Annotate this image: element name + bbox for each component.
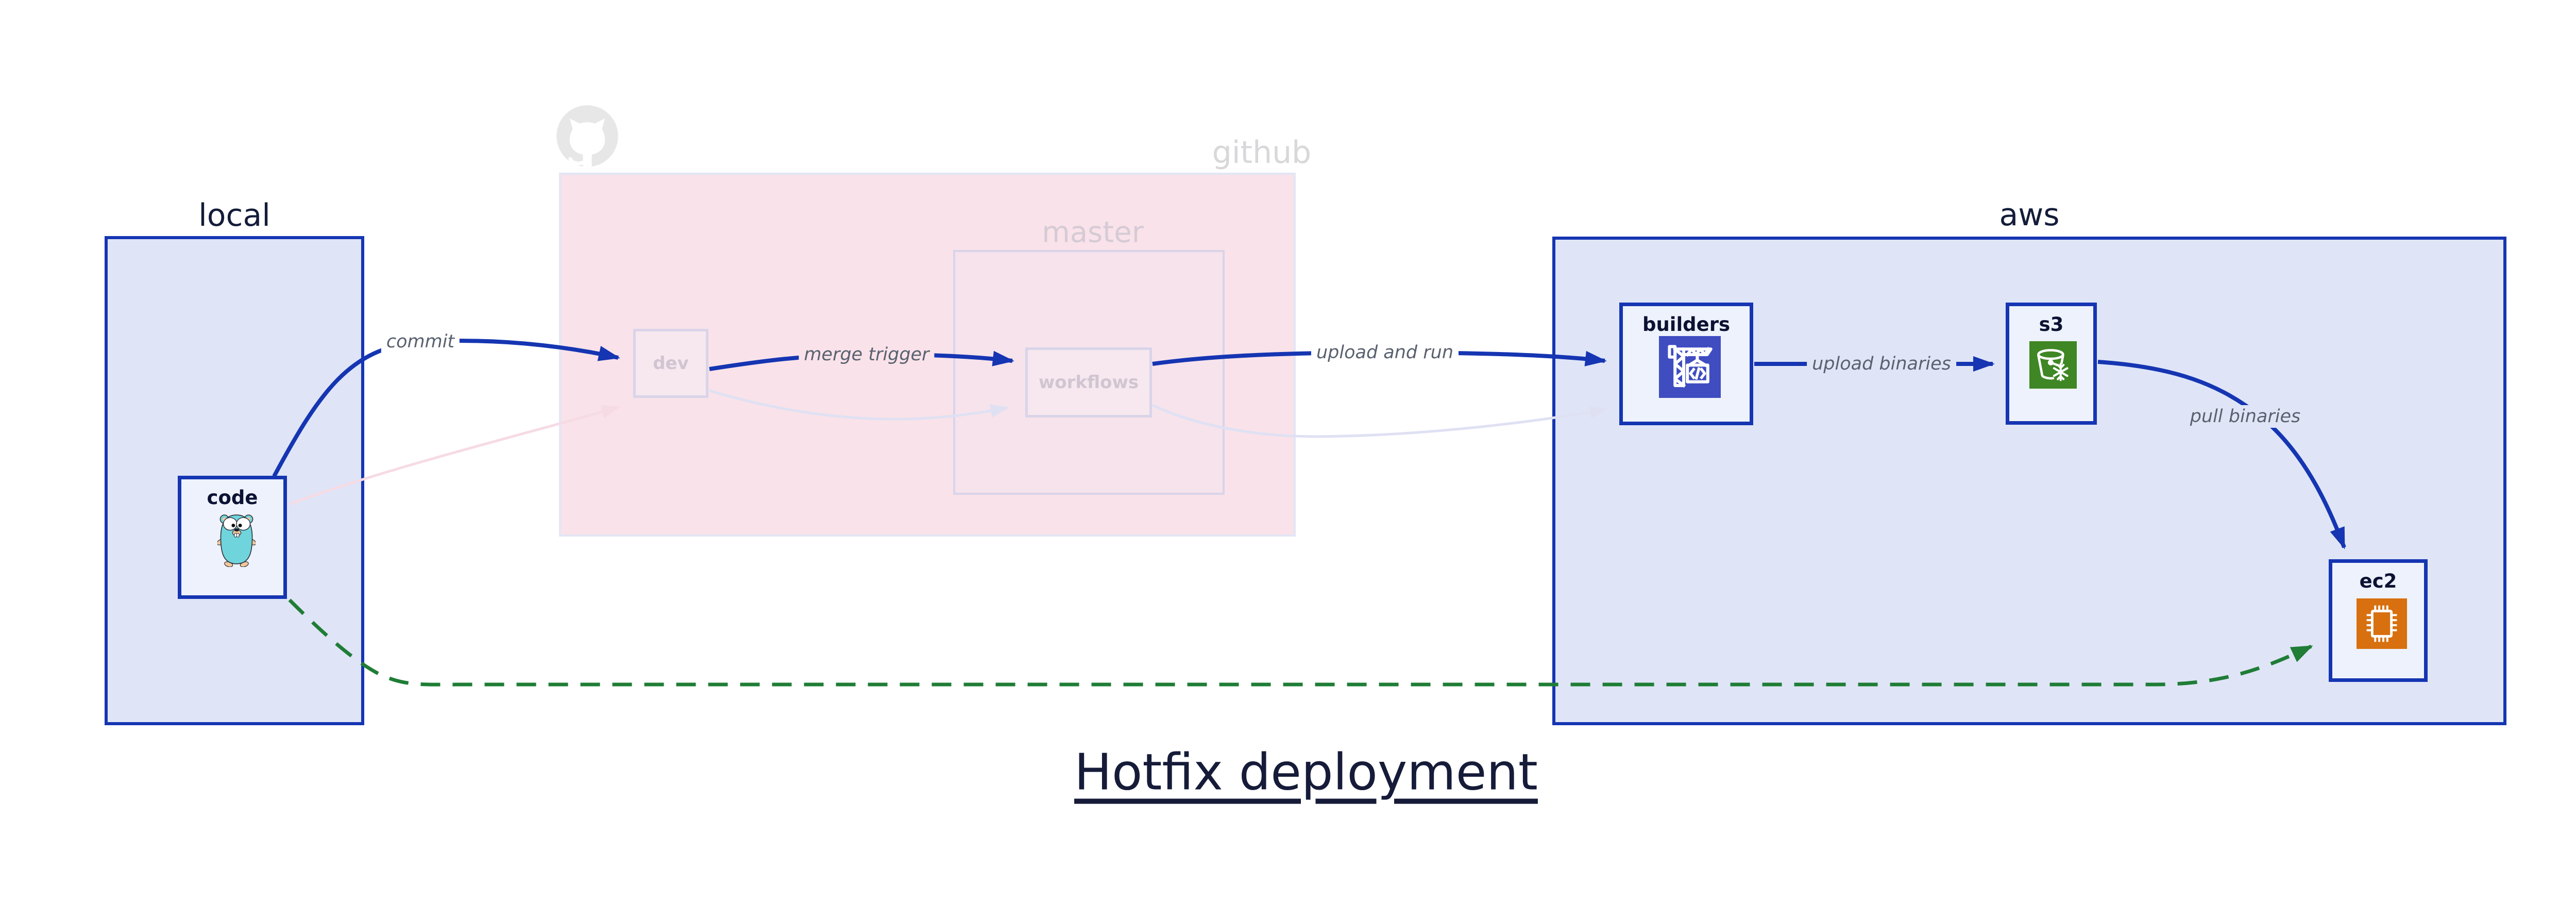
node-builders-label: builders <box>1642 313 1731 336</box>
node-code-label: code <box>207 487 258 509</box>
aws-region-label: aws <box>1999 197 2060 233</box>
github-octocat-icon <box>555 105 619 168</box>
node-s3-label: s3 <box>2039 313 2064 336</box>
go-gopher-icon <box>216 512 257 567</box>
node-workflows-label: workflows <box>1038 372 1139 393</box>
node-builders: builders <box>1619 303 1753 425</box>
edge-label-pull-binaries: pull binaries <box>2184 405 2306 428</box>
node-code: code <box>178 476 287 599</box>
node-workflows: workflows <box>1025 347 1152 417</box>
github-region-label: github <box>1212 135 1312 171</box>
node-dev: dev <box>633 329 708 398</box>
node-ec2-label: ec2 <box>2359 570 2397 592</box>
ec2-chip-icon <box>2357 598 2407 649</box>
codebuild-crane-icon <box>1659 336 1721 398</box>
edge-label-commit: commit <box>381 330 460 353</box>
edge-label-upload-binaries: upload binaries <box>1807 353 1956 375</box>
edge-label-merge-trigger: merge trigger <box>799 343 935 366</box>
node-ec2: ec2 <box>2329 559 2428 682</box>
local-region-label: local <box>198 197 270 233</box>
s3-glacier-bucket-icon <box>2029 341 2077 389</box>
master-branch-label: master <box>1042 215 1144 249</box>
node-dev-label: dev <box>653 353 689 374</box>
node-s3: s3 <box>2006 303 2097 425</box>
edge-label-upload-and-run: upload and run <box>1311 341 1459 364</box>
diagram-title: Hotfix deployment <box>1074 743 1538 801</box>
